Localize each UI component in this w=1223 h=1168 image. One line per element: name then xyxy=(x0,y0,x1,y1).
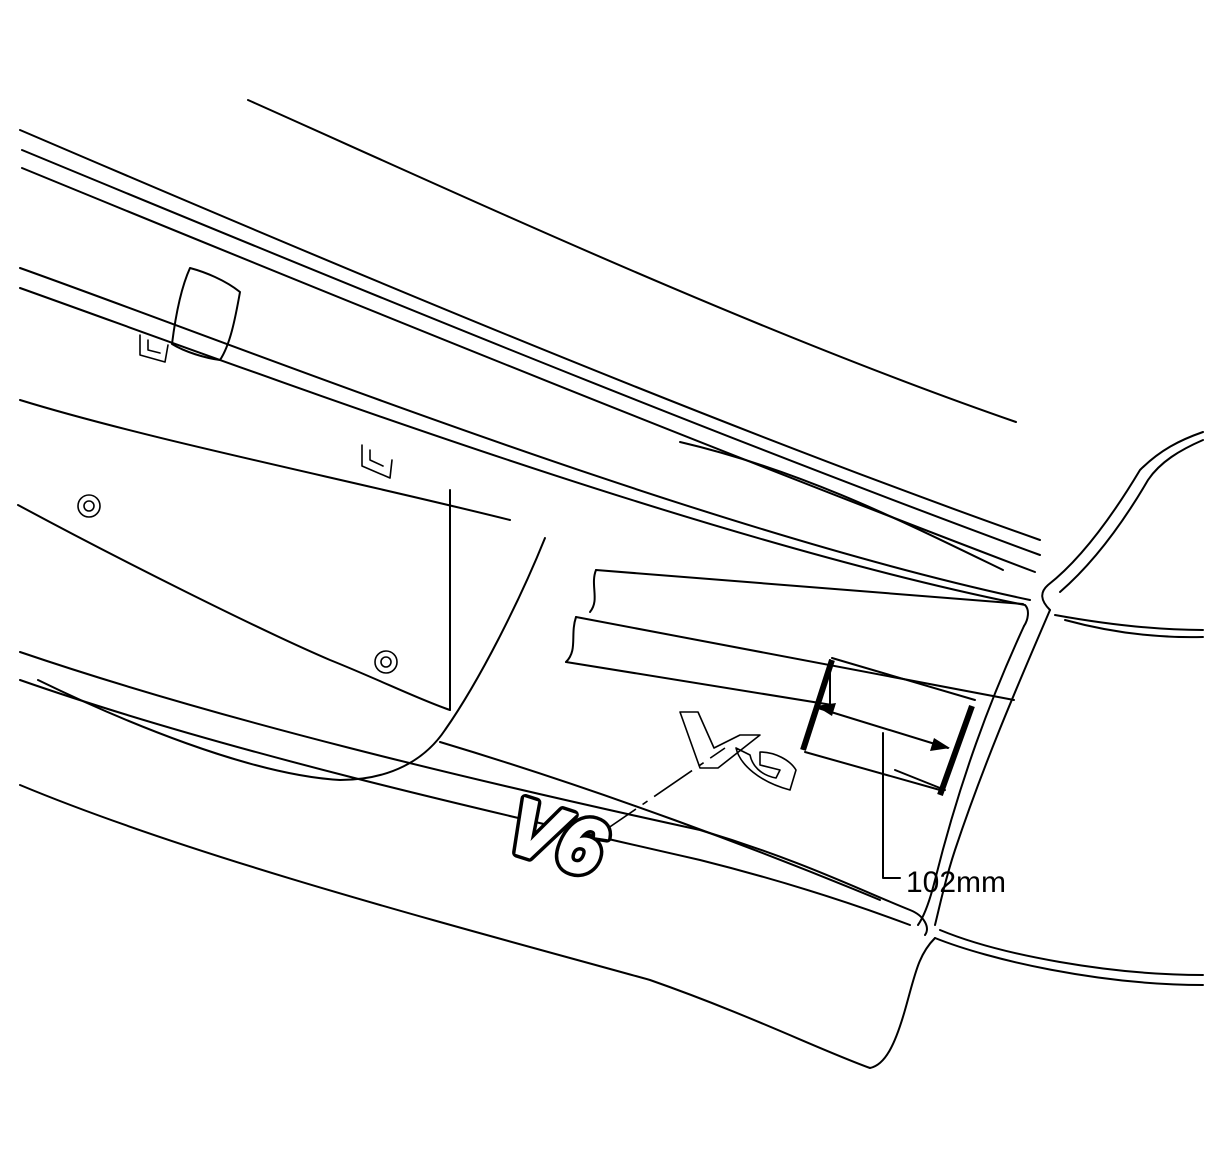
clip-left xyxy=(139,334,169,363)
emblem-leader-line xyxy=(597,747,726,836)
fastener-lower xyxy=(374,650,398,674)
masking-tape-lower xyxy=(565,616,1015,791)
masking-tape-upper xyxy=(589,569,1024,613)
emblem-installed-outline xyxy=(679,711,797,791)
clip-right xyxy=(361,444,393,479)
dimension-label: 102mm xyxy=(906,866,1006,899)
rear-window-lines xyxy=(19,99,1041,601)
license-plate-recess xyxy=(17,399,546,781)
emblem-exploded: V6 V6 xyxy=(492,776,621,899)
arrowhead-left xyxy=(816,703,836,716)
lock-cover xyxy=(171,267,241,361)
deck-lid-outline xyxy=(19,287,1204,926)
fastener-upper xyxy=(77,494,101,518)
dimension-marker xyxy=(800,659,975,879)
bumper-fascia xyxy=(19,651,1204,1069)
arrowhead-right xyxy=(930,738,950,751)
emblem-exploded-inline: V6 xyxy=(497,781,616,894)
